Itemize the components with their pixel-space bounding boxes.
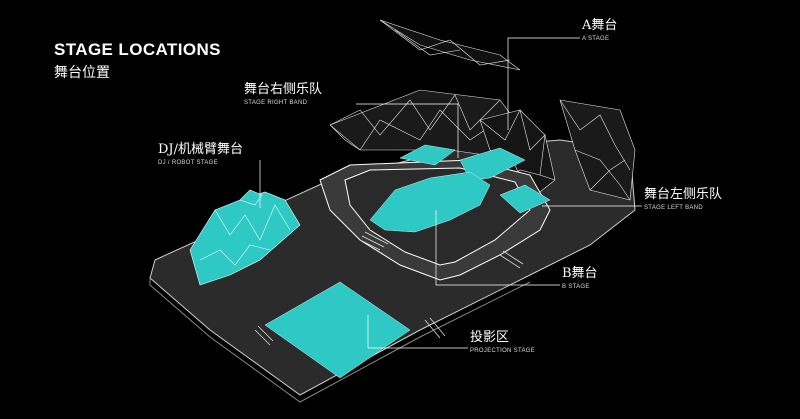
b-stage-zone: [369, 171, 491, 233]
label-a-stage: A舞台 A STAGE: [582, 14, 617, 42]
back-wall-wireframe: [329, 19, 636, 201]
label-projection-stage: 投影区 PROJECTION STAGE: [470, 326, 535, 354]
label-projection-en: PROJECTION STAGE: [470, 348, 536, 354]
steps: [254, 231, 524, 346]
label-a-stage-zh: A舞台: [582, 18, 618, 33]
left-band-zone: [499, 184, 551, 214]
label-left-band-zh: 舞台左侧乐队: [644, 187, 723, 202]
label-a-stage-en: A STAGE: [582, 36, 610, 42]
a-stage-zone: [399, 144, 456, 166]
label-right-band-zh: 舞台右侧乐队: [244, 82, 323, 97]
label-dj-robot-en: DJ / ROBOT STAGE: [158, 160, 218, 166]
label-dj-robot-zh: DJ/机械臂舞台: [158, 142, 244, 157]
label-left-band-en: STAGE LEFT BAND: [644, 205, 703, 211]
projection-zone: [264, 281, 411, 379]
label-b-stage-zh: B舞台: [562, 266, 598, 281]
label-stage-left-band: 舞台左侧乐队 STAGE LEFT BAND: [644, 183, 722, 211]
page-subtitle: 舞台位置: [54, 65, 110, 81]
label-b-stage: B舞台 B STAGE: [562, 262, 598, 290]
label-b-stage-en: B STAGE: [562, 284, 590, 290]
label-dj-robot-stage: DJ/机械臂舞台 DJ / ROBOT STAGE: [158, 138, 243, 166]
page-title: STAGE LOCATIONS: [54, 40, 221, 59]
label-right-band-en: STAGE RIGHT BAND: [244, 100, 308, 106]
dj-robot-sculpture: [189, 189, 301, 286]
label-projection-zh: 投影区: [470, 330, 510, 345]
label-stage-right-band: 舞台右侧乐队 STAGE RIGHT BAND: [244, 78, 322, 106]
leader-lines: [259, 37, 642, 349]
